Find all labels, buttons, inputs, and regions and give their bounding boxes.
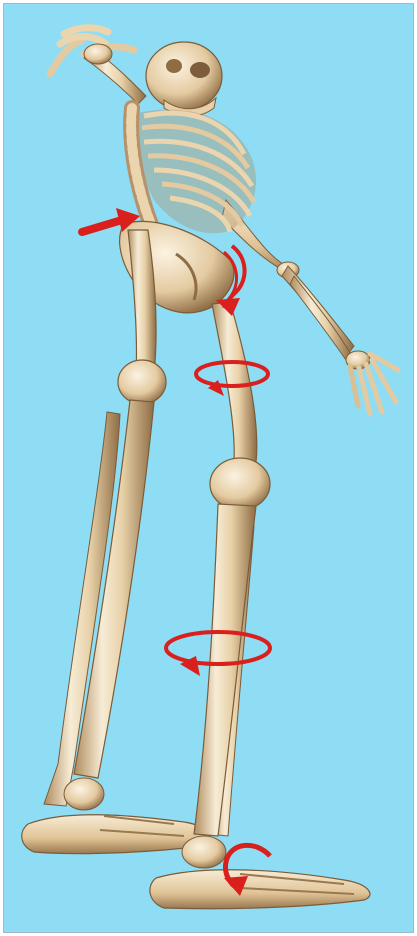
illustration-frame: [3, 3, 414, 933]
skeleton-illustration: [4, 4, 414, 933]
